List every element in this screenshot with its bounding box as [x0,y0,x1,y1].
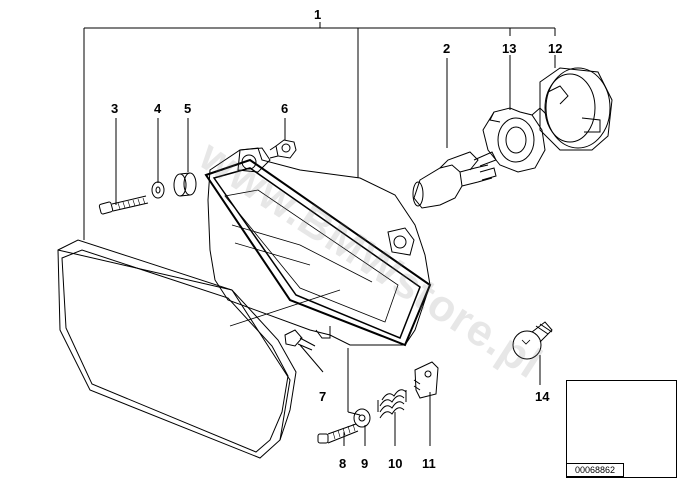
bracket-11-drawing [413,361,439,399]
screw-3-drawing [98,195,149,215]
label-14: 14 [535,389,550,404]
headlight-lens-drawing [57,239,341,459]
location-thumbnail [566,380,677,478]
nut-6-drawing [269,139,297,159]
label-7: 7 [319,389,327,404]
bulb-holder-13-drawing [482,107,547,173]
label-13: 13 [502,41,517,56]
bulb-2-drawing [412,151,497,209]
label-5: 5 [184,101,192,116]
leader-lines [83,22,556,446]
spring-10-drawing [377,389,407,419]
screw-7-drawing [284,329,316,351]
diagram-code: 00068862 [566,463,624,477]
bulb-14-drawing [512,321,553,360]
cap-12-drawing [539,67,613,151]
label-9: 9 [361,456,369,471]
label-12: 12 [548,41,563,56]
label-3: 3 [111,101,119,116]
label-11: 11 [422,456,436,471]
washer-9-drawing [353,408,371,428]
label-1: 1 [314,7,322,22]
grommet-5-drawing [173,172,197,197]
label-4: 4 [154,101,162,116]
label-8: 8 [339,456,347,471]
label-2: 2 [443,41,451,56]
label-10: 10 [388,456,403,471]
screw-8-drawing [317,423,359,444]
label-6: 6 [281,101,289,116]
headlight-housing-drawing [204,147,432,347]
washer-4-drawing [151,181,165,199]
